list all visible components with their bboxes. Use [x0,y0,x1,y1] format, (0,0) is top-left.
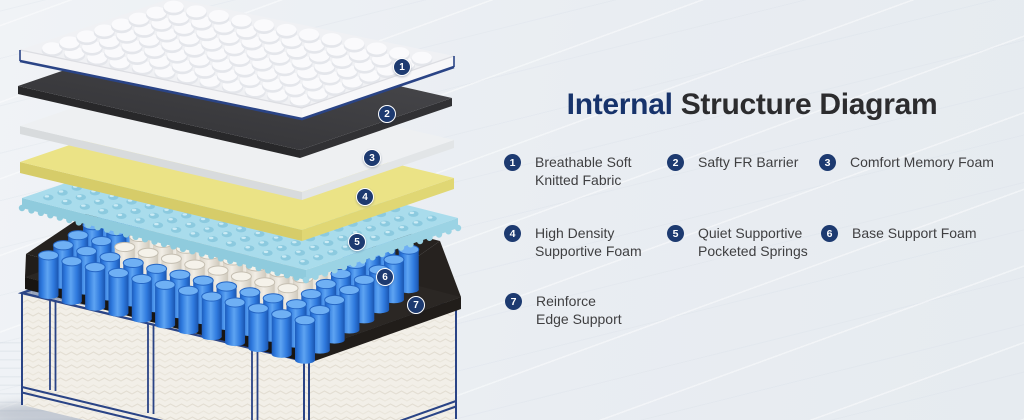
marker-2-number: 2 [384,108,390,120]
legend-item-5: 5 Quiet Supportive Pocketed Springs [667,225,808,260]
legend-dot-6: 6 [821,225,838,242]
page-title: Internal Structure Diagram [512,88,992,122]
legend-item-2: 2 Safty FR Barrier [667,154,798,172]
legend-label-6: Base Support Foam [852,225,977,241]
spring-coil [271,309,293,358]
marker-7-number: 7 [413,299,419,311]
spring-coil [84,262,106,311]
spring-coil [224,297,246,347]
spring-coil [201,291,223,341]
spring-coil [294,315,316,364]
legend-label-1: Breathable Soft Knitted Fabric [535,154,632,188]
legend-label-2: Safty FR Barrier [698,154,799,170]
title-rest: Structure Diagram [680,88,938,121]
spring-coil [61,256,83,305]
marker-3: 3 [363,149,381,167]
marker-5: 5 [348,233,366,251]
mattress-exploded-diagram [0,0,462,420]
title-accent: Internal [566,88,673,121]
marker-1: 1 [393,58,411,76]
legend-item-4: 4 High Density Supportive Foam [504,225,642,260]
legend-dot-5: 5 [667,225,684,242]
marker-5-number: 5 [354,236,360,248]
spring-coil [38,250,59,299]
marker-3-number: 3 [369,152,375,164]
legend-item-1: 1 Breathable Soft Knitted Fabric [504,154,632,189]
marker-6-number: 6 [382,271,388,283]
marker-4-number: 4 [362,191,368,203]
legend-label-4: High Density Supportive Foam [535,225,642,259]
legend-item-7: 7 Reinforce Edge Support [505,293,622,328]
legend-label-5: Quiet Supportive Pocketed Springs [698,225,808,259]
legend-item-6: 6 Base Support Foam [821,225,977,243]
spring-coil [177,285,199,335]
marker-2: 2 [378,105,396,123]
legend-dot-2: 2 [667,154,684,171]
legend-dot-4: 4 [504,225,521,242]
legend-dot-7: 7 [505,293,522,310]
marker-6: 6 [376,268,394,286]
marker-7: 7 [407,296,425,314]
marker-1-number: 1 [399,61,405,73]
marker-4: 4 [356,188,374,206]
spring-coil [131,273,153,323]
legend-item-3: 3 Comfort Memory Foam [819,154,994,172]
legend-label-7: Reinforce Edge Support [536,293,622,327]
spring-coil [154,279,176,329]
legend-label-3: Comfort Memory Foam [850,154,994,170]
legend-dot-3: 3 [819,154,836,171]
legend-dot-1: 1 [504,154,521,171]
spring-coil [107,267,129,317]
layer-knitted-fabric [19,0,455,121]
spring-coil [247,303,269,352]
